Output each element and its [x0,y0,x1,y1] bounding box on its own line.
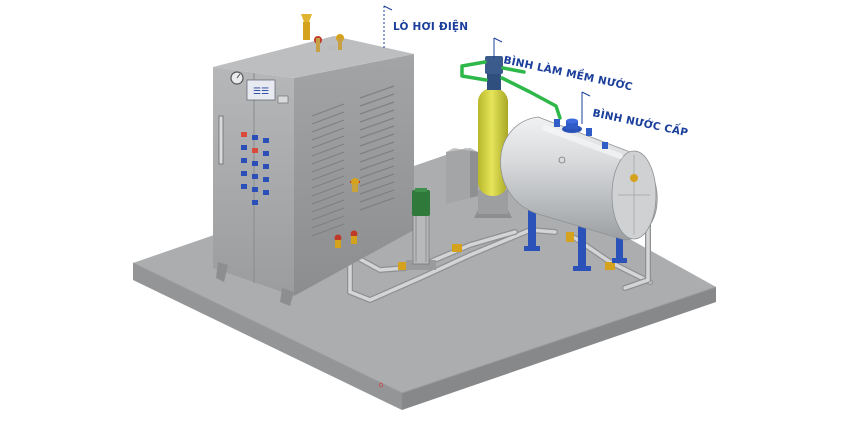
boiler-leg-left [216,262,228,282]
electrical-box [446,148,478,204]
boiler-side-panel [294,54,414,296]
water-level-sight-glass [218,115,224,165]
base-right-side [402,287,716,410]
callout-feed-tank: BÌNH NƯỚC CẤP [581,91,690,139]
safety-valve [301,14,312,40]
top-valves [314,34,344,52]
floor-marker [378,382,384,388]
valve-upper [350,178,360,192]
softener-control-head [485,56,503,74]
valve-left-1 [334,234,342,248]
label-feed-tank: BÌNH NƯỚC CẤP [591,104,689,139]
feed-water-tank [500,116,658,271]
green-piping [460,60,562,120]
electric-boiler: ☰☰ [213,14,414,306]
tank-supports [524,210,627,271]
svg-text:☰☰: ☰☰ [253,87,269,97]
nameplate [277,95,289,104]
valve-pump-outlet [398,244,462,270]
pump-base [406,260,436,270]
valve-tank-outlet [566,232,615,270]
boiler-top [213,36,414,78]
feed-pump [406,188,436,270]
label-boiler: LÒ HƠI ĐIỆN [393,20,468,33]
valve-left-2 [350,230,358,244]
tank-level-indicator [630,174,638,182]
pump-body [412,213,430,265]
valves [334,178,615,270]
brand-logo-plate: ☰☰ [246,79,276,101]
control-panel [241,132,269,205]
callout-boiler: LÒ HƠI ĐIỆN [383,5,468,50]
pump-motor [412,190,430,216]
boiler-louvers [311,85,395,237]
tank-top-nozzles [554,118,608,149]
base-left-side [133,263,402,410]
boiler-leg-right [280,288,294,306]
